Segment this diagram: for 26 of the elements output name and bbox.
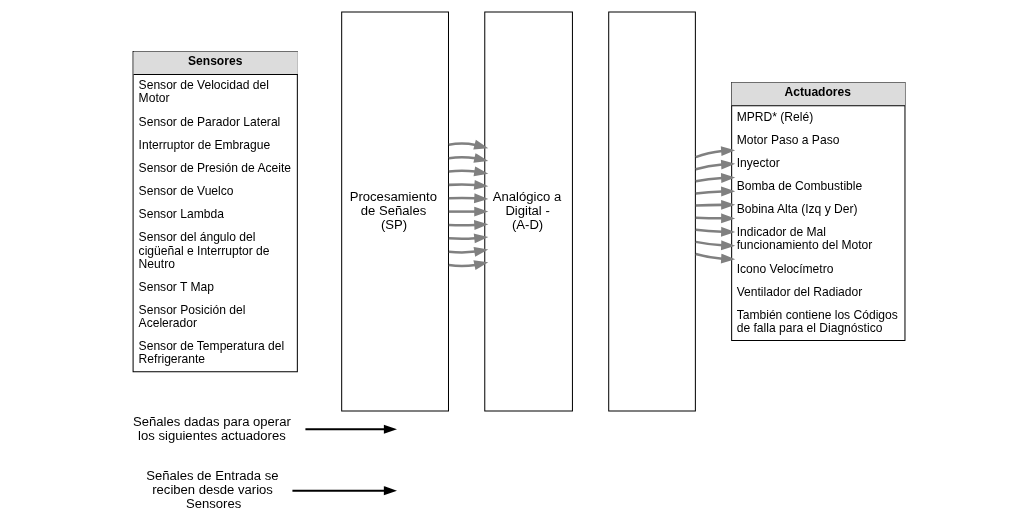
node-box: Analógico a Digital - (A-D) bbox=[483, 11, 573, 412]
arrow bbox=[448, 206, 488, 217]
arrow bbox=[448, 193, 488, 204]
arrow bbox=[448, 246, 488, 257]
node-box bbox=[607, 11, 696, 412]
arrow bbox=[448, 220, 488, 230]
arrow bbox=[695, 186, 735, 197]
arrow bbox=[448, 179, 488, 190]
node-box: Procesamiento de Señales (SP) bbox=[340, 11, 449, 412]
arrow bbox=[448, 139, 488, 150]
arrow bbox=[695, 213, 735, 224]
arrow bbox=[448, 153, 488, 163]
arrow bbox=[694, 146, 735, 159]
arrow bbox=[695, 173, 735, 183]
arrow bbox=[695, 240, 735, 251]
arrow bbox=[694, 159, 735, 171]
node-text: Señales dadas para operar los siguientes actuadores bbox=[132, 413, 291, 443]
arrow bbox=[448, 166, 488, 177]
arrow bbox=[695, 199, 735, 210]
arrow bbox=[304, 424, 397, 434]
arrow bbox=[695, 226, 735, 237]
arrow bbox=[448, 260, 488, 271]
arrow bbox=[448, 233, 488, 244]
arrow bbox=[291, 486, 397, 496]
arrow bbox=[694, 252, 735, 264]
node-text: Señales de Entrada se reciben desde varios Sensores bbox=[145, 468, 279, 512]
